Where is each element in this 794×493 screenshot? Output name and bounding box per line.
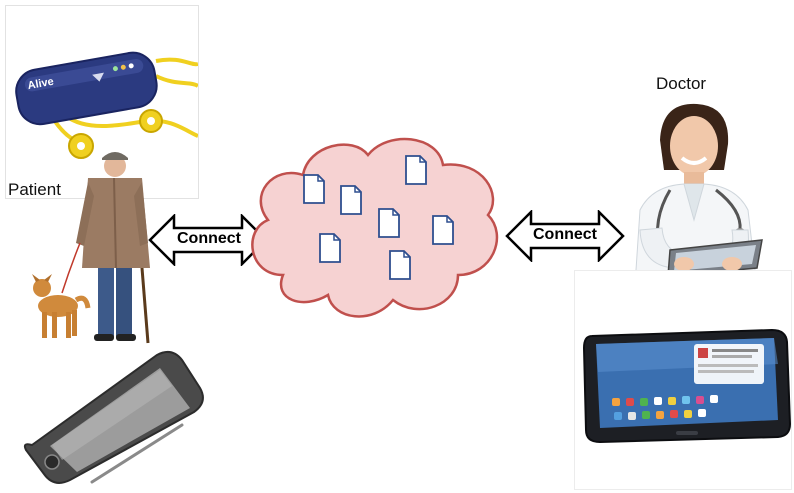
elderly-man-with-dog-icon: [32, 152, 150, 344]
connect-label-left: Connect: [177, 230, 241, 247]
tablet-icon: [582, 328, 792, 443]
document-icon: [303, 174, 325, 204]
document-icon: [432, 215, 454, 245]
smartphone-icon: [23, 350, 204, 484]
cloud-icon: [251, 137, 499, 318]
document-icon: [319, 233, 341, 263]
connect-label-right: Connect: [533, 226, 597, 243]
ecg-brand-text: Alive: [27, 76, 55, 92]
document-icon: [405, 155, 427, 185]
document-icon: [340, 185, 362, 215]
patient-label: Patient: [8, 180, 61, 199]
doctor-label: Doctor: [656, 74, 707, 93]
connect-arrow-right: [505, 210, 625, 262]
ecg-monitor-device-icon: Alive: [15, 51, 200, 159]
document-icon: [389, 250, 411, 280]
document-icon: [378, 208, 400, 238]
ecg-device-photo: Alive: [5, 5, 200, 199]
